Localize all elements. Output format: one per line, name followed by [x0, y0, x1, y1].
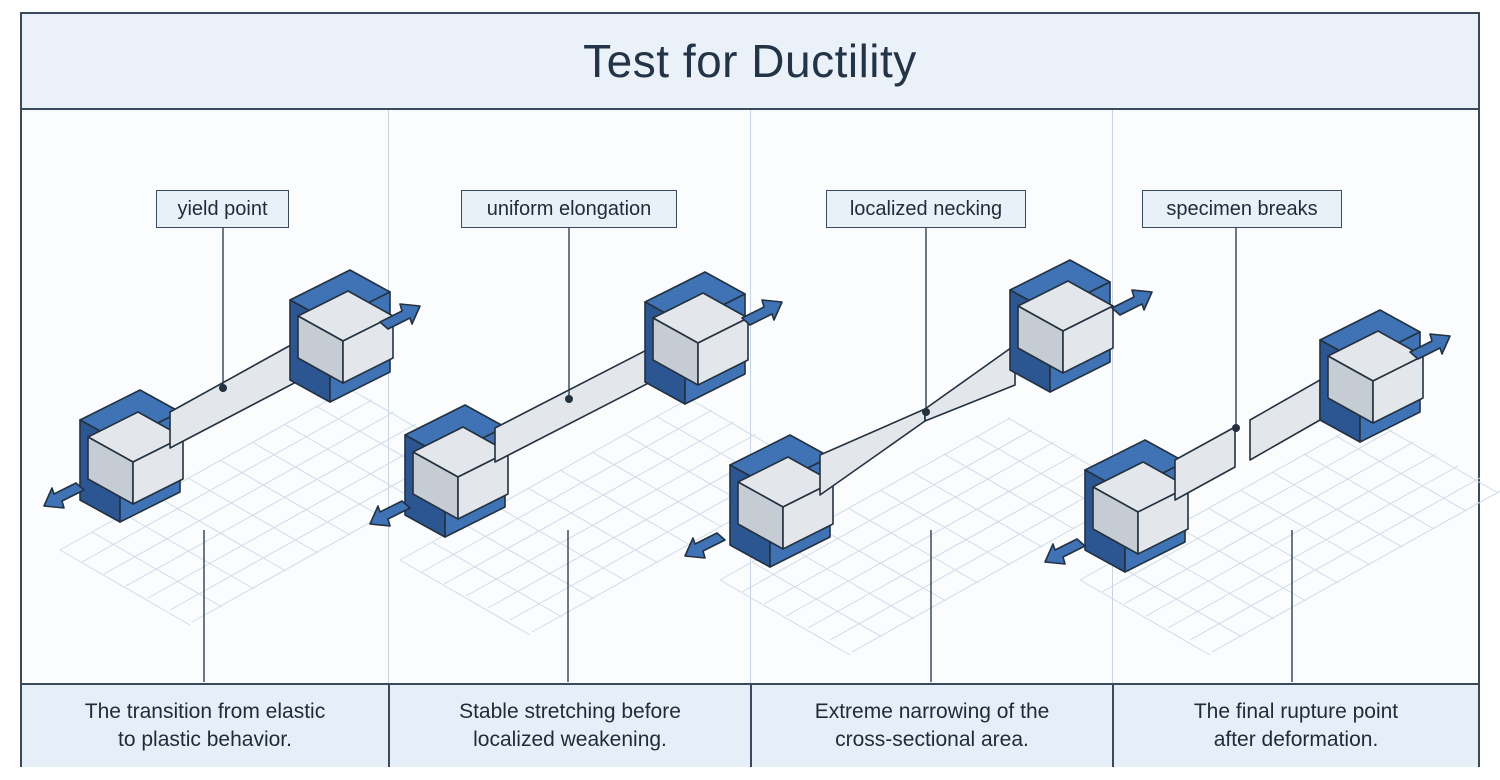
specimens — [43, 259, 1451, 573]
grid-line — [829, 477, 1121, 641]
specimen-shoulder — [297, 290, 394, 384]
pull-arrow-left — [369, 500, 411, 527]
diagram-frame: Test for Ductility The transition from e… — [20, 12, 1480, 767]
floor-grids — [59, 387, 1500, 656]
grid-line — [1167, 465, 1459, 629]
floor-grid — [719, 417, 1143, 656]
shoulder-side — [1062, 305, 1114, 374]
arrow-shape — [741, 299, 783, 326]
arrow-shape — [43, 482, 85, 509]
pull-arrow-right — [741, 299, 783, 326]
gauge-section — [924, 344, 1016, 422]
gauge-section — [169, 339, 301, 449]
grid-line — [81, 399, 373, 563]
grid-line — [1145, 453, 1437, 617]
label-uniform-elongation: uniform elongation — [461, 190, 677, 228]
grid-line — [147, 435, 439, 599]
grid-line — [1189, 477, 1481, 641]
shoulder-side — [1372, 355, 1424, 424]
pull-arrow-right — [1111, 289, 1153, 316]
pull-arrow-left — [1044, 538, 1086, 565]
pull-arrow-left — [43, 482, 85, 509]
grid-line — [1101, 429, 1393, 593]
grid-line — [443, 421, 735, 585]
pull-arrow-right — [379, 303, 421, 330]
leader-dot — [219, 384, 227, 392]
grid-line — [125, 423, 417, 587]
gauge-section — [1249, 379, 1321, 461]
caption-text-break: The final rupture point after deformatio… — [1193, 700, 1399, 751]
label-yield-point: yield point — [156, 190, 289, 228]
grid-line — [465, 433, 757, 597]
caption-break: The final rupture point after deformatio… — [1112, 685, 1478, 767]
panel-divider-3 — [1112, 110, 1113, 683]
grid-line — [399, 559, 531, 636]
shoulder-side — [132, 436, 184, 505]
leader-lines — [203, 228, 1293, 682]
caption-necking: Extreme narrowing of the cross-sectional… — [750, 685, 1112, 767]
caption-row: The transition from elastic to plastic b… — [22, 683, 1478, 767]
gauge-section — [494, 337, 671, 463]
arrow-shape — [1111, 289, 1153, 316]
specimen-shoulder — [652, 292, 749, 386]
pull-arrow-left — [684, 532, 726, 559]
grid-line — [1079, 579, 1211, 656]
caption-text-yield: The transition from elastic to plastic b… — [84, 700, 326, 751]
shoulder-side — [342, 315, 394, 384]
specimen-shoulder — [737, 456, 834, 550]
floor-grid — [59, 387, 483, 626]
caption-text-necking: Extreme narrowing of the cross-sectional… — [814, 700, 1050, 751]
specimen-shoulder — [1017, 280, 1114, 374]
arrow-shape — [369, 500, 411, 527]
shoulder-side — [1137, 486, 1189, 555]
grid-line — [741, 429, 1033, 593]
arrow-shape — [1044, 538, 1086, 565]
pull-arrow-right — [1409, 333, 1451, 360]
specimen-shoulder — [1327, 330, 1424, 424]
page-title: Test for Ductility — [583, 35, 917, 87]
gauge-section — [819, 408, 926, 496]
caption-uniform: Stable stretching before localized weake… — [388, 685, 750, 767]
leader-dot — [565, 395, 573, 403]
panel-divider-2 — [750, 110, 751, 683]
shoulder-side — [782, 481, 834, 550]
shoulder-side — [697, 317, 749, 386]
grid-line — [1211, 490, 1500, 653]
arrow-shape — [1409, 333, 1451, 360]
grid-line — [59, 549, 191, 626]
leader-dot — [922, 408, 930, 416]
caption-text-uniform: Stable stretching before localized weake… — [459, 700, 681, 751]
caption-yield: The transition from elastic to plastic b… — [22, 685, 388, 767]
grid-line — [719, 579, 851, 656]
gauge-section — [1174, 426, 1236, 501]
label-specimen-breaks: specimen breaks — [1142, 190, 1342, 228]
grid-line — [421, 409, 713, 573]
grid-line — [1123, 441, 1415, 605]
shoulder-side — [457, 451, 509, 520]
grid-line — [807, 465, 1099, 629]
leader-dot — [1232, 424, 1240, 432]
title-bar: Test for Ductility — [22, 14, 1478, 110]
grid-line — [59, 387, 351, 551]
grid-line — [103, 411, 395, 575]
arrow-shape — [379, 303, 421, 330]
label-localized-necking: localized necking — [826, 190, 1026, 228]
panel-divider-1 — [388, 110, 389, 683]
arrow-shape — [684, 532, 726, 559]
grid-line — [763, 441, 1055, 605]
